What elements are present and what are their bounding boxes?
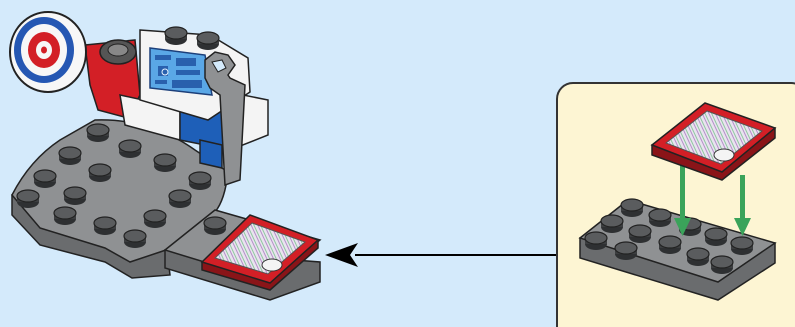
console-stud: [165, 27, 187, 45]
stud: [731, 237, 753, 255]
console-blue-clip: [200, 140, 222, 168]
stud: [64, 187, 86, 205]
stud: [204, 217, 226, 235]
stud: [621, 199, 643, 217]
stud: [649, 209, 671, 227]
stud: [169, 190, 191, 208]
stud: [87, 124, 109, 142]
console-stud: [197, 32, 219, 50]
stud: [144, 210, 166, 228]
stud: [124, 230, 146, 248]
stud: [94, 217, 116, 235]
stud: [629, 225, 651, 243]
stud: [154, 154, 176, 172]
main-assembly: [10, 12, 320, 300]
archery-target: [10, 12, 86, 92]
stud: [59, 147, 81, 165]
stud: [585, 232, 607, 250]
stud: [54, 207, 76, 225]
stud: [601, 215, 623, 233]
stud: [711, 256, 733, 274]
pointer-arrow: [325, 243, 560, 267]
stud: [615, 242, 637, 260]
stud: [34, 170, 56, 188]
stud: [705, 228, 727, 246]
stud: [659, 236, 681, 254]
stud: [89, 164, 111, 182]
stud: [119, 140, 141, 158]
callout-box: [557, 83, 795, 327]
stud: [17, 190, 39, 208]
stud: [189, 172, 211, 190]
stud: [687, 248, 709, 266]
